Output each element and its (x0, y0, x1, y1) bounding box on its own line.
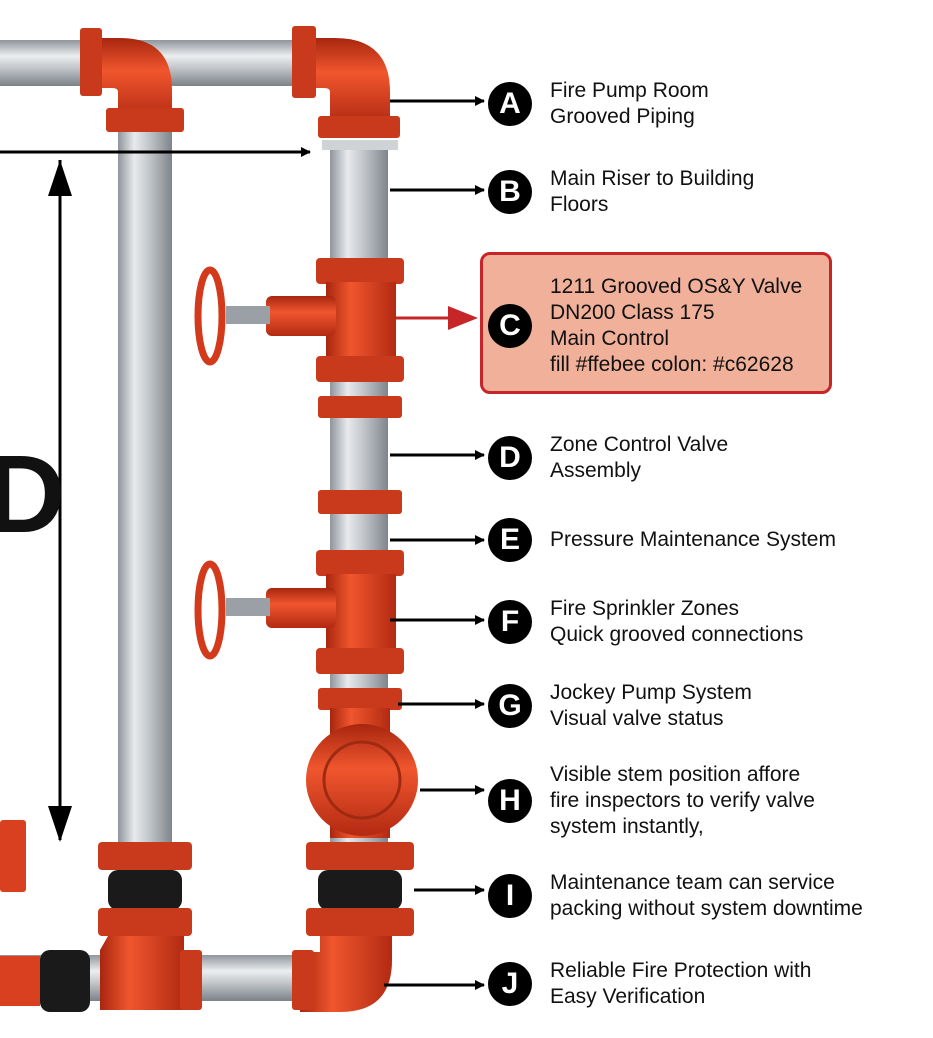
flange (98, 842, 192, 870)
flange (306, 908, 414, 936)
callout-line: Reliable Fire Protection with (550, 959, 812, 982)
handwheel (194, 560, 226, 660)
callout-d: D Zone Control Valve Assembly (488, 432, 728, 484)
flange (98, 908, 192, 936)
valve-stem (226, 306, 270, 324)
callout-line: Jockey Pump System (550, 681, 752, 704)
valve-stem (226, 598, 270, 616)
callout-line: DN200 Class 175 (550, 301, 715, 324)
coupling (292, 26, 316, 98)
side-fitting (0, 820, 26, 892)
callout-line: 1211 Grooved OS&Y Valve (550, 275, 803, 298)
badge-b: B (488, 170, 532, 214)
flange (316, 550, 404, 576)
upper-valve-body (326, 282, 396, 358)
callout-e-text: Pressure Maintenance System (550, 527, 836, 553)
callout-b-text: Main Riser to Building Floors (550, 166, 754, 218)
callout-line: Fire Pump Room (550, 79, 709, 102)
coupling (292, 950, 314, 1010)
flange (306, 842, 414, 870)
coupling (106, 108, 184, 132)
left-inlet-fitting (0, 956, 40, 1006)
top-left-elbow (80, 38, 172, 120)
callout-line: Grooved Piping (550, 105, 695, 128)
callout-j: J Reliable Fire Protection with Easy Ver… (488, 958, 811, 1010)
rubber-expansion-joint (318, 870, 402, 910)
badge-c: C (488, 304, 532, 348)
valve-bonnet (266, 588, 336, 628)
callout-line: Easy Verification (550, 985, 706, 1008)
callout-line: fire inspectors to verify valve (550, 789, 815, 812)
rubber-expansion-joint (108, 870, 182, 910)
coupling (318, 116, 400, 138)
callout-line: system instantly, (550, 815, 704, 838)
callout-line: Fire Sprinkler Zones (550, 597, 740, 620)
callout-g: G Jockey Pump System Visual valve status (488, 680, 752, 732)
callout-line: fill #ffebee colon: #c62628 (550, 353, 794, 376)
callout-b: B Main Riser to Building Floors (488, 166, 754, 218)
callout-line: Visible stem position affore (550, 763, 801, 786)
callout-line: Maintenance team can service (550, 871, 835, 894)
callout-line: Main Control (550, 327, 670, 350)
badge-h: H (488, 779, 532, 823)
callout-e: E Pressure Maintenance System (488, 518, 836, 562)
dimension-arrow-head (48, 160, 72, 196)
callout-line: Pressure Maintenance System (550, 528, 836, 551)
badge-e: E (488, 518, 532, 562)
badge-j: J (488, 962, 532, 1006)
flange (316, 648, 404, 674)
callout-h: H Visible stem position affore fire insp… (488, 762, 815, 840)
callout-line: Floors (550, 193, 609, 216)
pointer-arrow-c-head (448, 306, 478, 330)
handwheel (194, 266, 226, 366)
gasket-ring (322, 140, 398, 150)
flange (316, 258, 404, 284)
flange (316, 356, 404, 382)
callout-line: Assembly (550, 459, 642, 482)
badge-i: I (488, 874, 532, 918)
callout-line: Main Riser to Building (550, 167, 755, 190)
rubber-expansion-joint (40, 950, 90, 1012)
callout-i: I Maintenance team can service packing w… (488, 870, 863, 922)
callout-line: packing without system downtime (550, 897, 863, 920)
callout-d-text: Zone Control Valve Assembly (550, 432, 728, 484)
bottom-right-elbow (300, 936, 392, 1012)
callout-line: Zone Control Valve (550, 433, 729, 456)
callout-a: A Fire Pump Room Grooved Piping (488, 78, 709, 130)
callout-g-text: Jockey Pump System Visual valve status (550, 680, 752, 732)
callout-i-text: Maintenance team can service packing wit… (550, 870, 863, 922)
coupling (318, 396, 402, 418)
top-right-elbow (300, 38, 390, 124)
callout-line: Visual valve status (550, 707, 724, 730)
dimension-label: D (0, 433, 66, 556)
badge-g: G (488, 684, 532, 728)
lower-valve-body (326, 574, 396, 650)
callout-line: Quick grooved connections (550, 623, 804, 646)
callout-f-text: Fire Sprinkler Zones Quick grooved conne… (550, 596, 803, 648)
callout-c-text: 1211 Grooved OS&Y Valve DN200 Class 175 … (550, 274, 802, 378)
valve-bonnet (266, 296, 336, 336)
check-valve-cover-rim (322, 740, 402, 820)
coupling (80, 28, 102, 96)
callout-h-text: Visible stem position affore fire inspec… (550, 762, 815, 840)
coupling (180, 950, 202, 1010)
left-riser-pipe (118, 120, 172, 860)
highlight-box-c (480, 252, 832, 394)
callout-f: F Fire Sprinkler Zones Quick grooved con… (488, 596, 803, 648)
badge-a: A (488, 82, 532, 126)
callout-c: C 1211 Grooved OS&Y Valve DN200 Class 17… (488, 274, 802, 378)
callout-a-text: Fire Pump Room Grooved Piping (550, 78, 709, 130)
coupling (318, 688, 402, 710)
dimension-arrow-head (48, 806, 72, 842)
check-valve-cover (306, 724, 418, 836)
badge-f: F (488, 600, 532, 644)
callout-j-text: Reliable Fire Protection with Easy Verif… (550, 958, 811, 1010)
badge-d: D (488, 436, 532, 480)
coupling (318, 490, 402, 514)
bottom-tee (100, 936, 184, 1010)
